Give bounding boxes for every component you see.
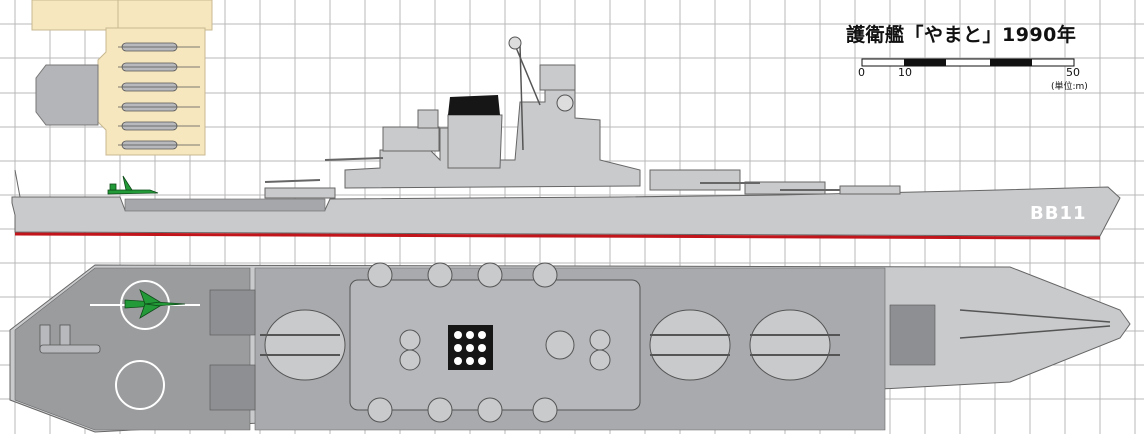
scale-tick-50: 50	[1066, 66, 1080, 79]
plan-view	[9, 262, 1131, 433]
hangar-panel	[31, 0, 213, 156]
helicopter-icon	[118, 42, 200, 150]
radar-dish-icon	[508, 36, 522, 50]
hull-side	[11, 186, 1121, 237]
scale-tick-10: 10	[898, 66, 912, 79]
scale-tick-0: 0	[858, 66, 865, 79]
fighter-jet-icon	[107, 175, 159, 195]
funnel-cap	[448, 95, 500, 115]
gun-turret-icon	[264, 309, 831, 381]
vls-launcher-icon	[448, 325, 493, 370]
fighter-jet-icon	[124, 289, 186, 319]
diagram-title: 護衛艦「やまと」1990年	[846, 24, 1077, 46]
helicopter-icon	[39, 324, 101, 354]
scale-bar	[861, 58, 1075, 67]
side-profile	[11, 36, 1121, 240]
scale-unit-label: (単位:m)	[1051, 82, 1088, 92]
hull-number: BB11	[1030, 203, 1087, 224]
waterline	[14, 232, 1101, 240]
